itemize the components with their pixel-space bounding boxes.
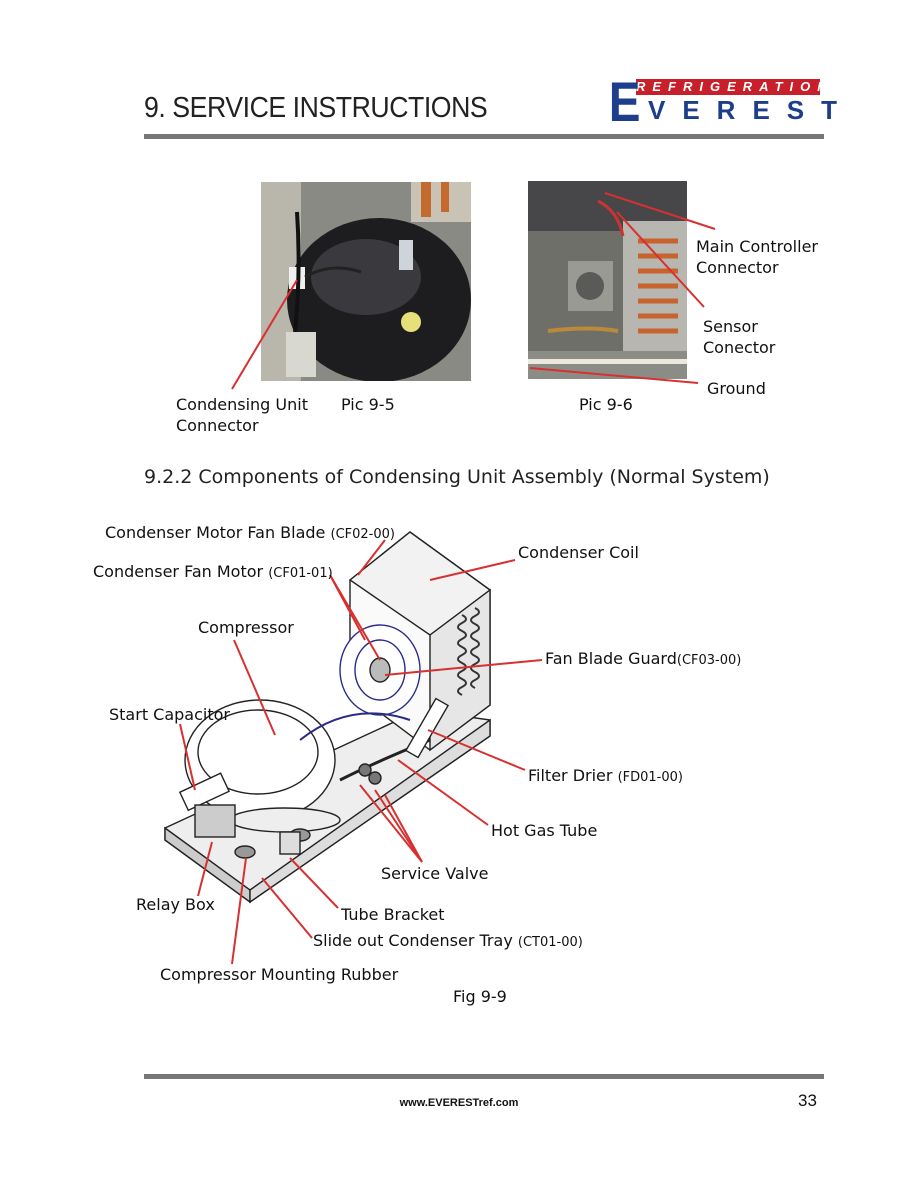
label-start-capacitor: Start Capacitor — [109, 705, 230, 724]
condensing-unit-label-line1: Condensing Unit — [176, 395, 308, 414]
figure-callout-lines — [179, 539, 543, 965]
main-controller-label-line2: Connector — [696, 258, 779, 277]
label-slide-tray: Slide out Condenser Tray (CT01-00) — [313, 931, 583, 950]
pic-9-6-caption: Pic 9-6 — [579, 395, 633, 414]
brand-initial: E — [608, 70, 641, 133]
footer-url[interactable]: www.EVERESTref.com — [399, 1097, 519, 1109]
figure-caption: Fig 9-9 — [453, 987, 507, 1006]
pic-9-5-caption: Pic 9-5 — [341, 395, 395, 414]
label-filter-drier: Filter Drier (FD01-00) — [528, 766, 683, 785]
condensing-unit-diagram — [164, 531, 492, 904]
label-fan-guard: Fan Blade Guard(CF03-00) — [545, 649, 742, 668]
photo-pic-9-6 — [528, 181, 687, 379]
sensor-label-line2: Conector — [703, 338, 776, 357]
section-title: 9.2.2 Components of Condensing Unit Asse… — [144, 466, 770, 488]
label-mounting-rubber: Compressor Mounting Rubber — [160, 965, 399, 984]
brand-name: VEREST — [648, 95, 855, 125]
label-fan-motor: Condenser Fan Motor (CF01-01) — [93, 562, 333, 581]
sensor-label-line1: Sensor — [703, 317, 758, 336]
footer-rule — [144, 1074, 824, 1079]
condensing-unit-label-line2: Connector — [176, 416, 259, 435]
page-title: 9. SERVICE INSTRUCTIONS — [144, 92, 488, 124]
label-hot-gas-tube: Hot Gas Tube — [491, 821, 598, 840]
label-fan-blade: Condenser Motor Fan Blade (CF02-00) — [105, 523, 395, 542]
header-rule — [144, 134, 824, 139]
label-condenser-coil: Condenser Coil — [518, 543, 639, 562]
brand-refrigeration: REFRIGERATION — [636, 79, 834, 95]
photo-callout-lines — [231, 192, 716, 390]
label-relay-box: Relay Box — [136, 895, 215, 914]
controller-photo — [528, 181, 687, 379]
main-controller-label-line1: Main Controller — [696, 237, 818, 256]
label-tube-bracket: Tube Bracket — [341, 905, 445, 924]
label-service-valve: Service Valve — [381, 864, 489, 883]
ground-label: Ground — [707, 379, 766, 398]
label-compressor: Compressor — [198, 618, 294, 637]
photo-pic-9-5 — [261, 182, 471, 381]
page-number: 33 — [798, 1091, 817, 1110]
